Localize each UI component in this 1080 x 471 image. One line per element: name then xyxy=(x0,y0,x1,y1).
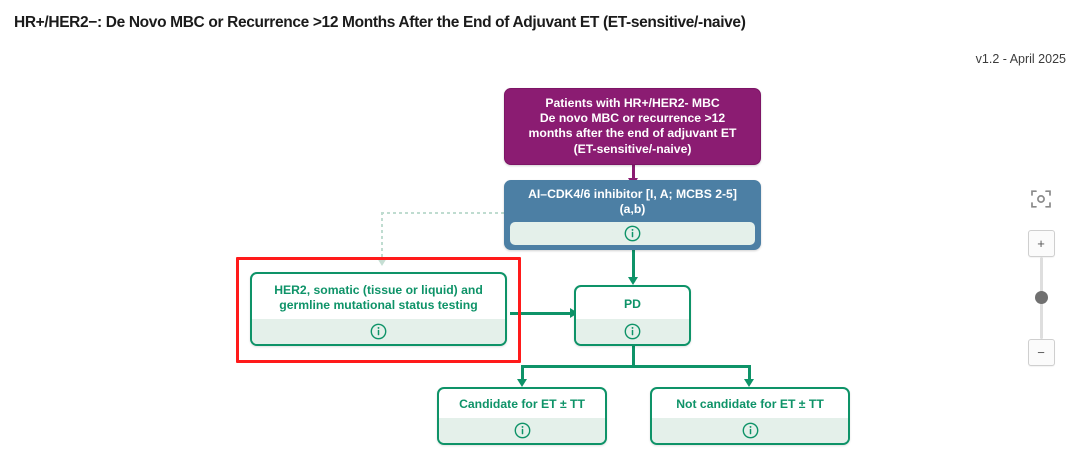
node-her2-info-strip[interactable] xyxy=(252,319,505,344)
node-pd[interactable]: PD xyxy=(574,285,691,346)
node-patients-label: Patients with HR+/HER2- MBC De novo MBC … xyxy=(528,96,737,156)
info-circle-icon[interactable] xyxy=(514,422,531,439)
node-not-candidate-for-et-tt[interactable]: Not candidate for ET ± TT xyxy=(650,387,850,445)
zoom-controls[interactable]: + − xyxy=(1024,186,1058,366)
edge-pd-right-drop xyxy=(748,365,751,382)
zoom-slider-track[interactable] xyxy=(1034,257,1048,339)
info-circle-icon[interactable] xyxy=(742,422,759,439)
fit-to-screen-button[interactable] xyxy=(1028,186,1054,212)
zoom-in-button[interactable]: + xyxy=(1027,230,1055,257)
node-ai-cdk46-info-strip[interactable] xyxy=(510,222,755,245)
version-label: v1.2 - April 2025 xyxy=(975,52,1066,66)
node-pd-label: PD xyxy=(624,296,641,311)
zoom-slider-handle[interactable] xyxy=(1034,291,1048,304)
info-circle-icon[interactable] xyxy=(624,225,641,242)
edge-pd-left-drop xyxy=(521,365,524,382)
ghost-edge-horizontal xyxy=(381,212,506,214)
info-circle-icon[interactable] xyxy=(370,323,387,340)
info-circle-icon[interactable] xyxy=(624,323,641,340)
edge-pd-left-arrow xyxy=(516,379,527,387)
edge-pd-split-bar xyxy=(521,365,750,368)
edge-her2-to-pd xyxy=(510,312,574,315)
selection-highlight-box xyxy=(236,257,521,363)
flowchart-canvas[interactable]: Patients with HR+/HER2- MBC De novo MBC … xyxy=(0,72,1080,471)
node-candidate-info-strip[interactable] xyxy=(439,418,605,443)
edge-patients-to-cdk xyxy=(632,164,635,180)
node-patients-hr-her2-mbc[interactable]: Patients with HR+/HER2- MBC De novo MBC … xyxy=(504,88,761,165)
ghost-edge-vertical xyxy=(381,212,383,260)
node-her2-mutational-status-testing[interactable]: HER2, somatic (tissue or liquid) and ger… xyxy=(250,272,507,346)
node-ai-cdk46-inhibitor[interactable]: AI–CDK4/6 inhibitor [I, A; MCBS 2-5] (a,… xyxy=(504,180,761,250)
node-candidate-label: Candidate for ET ± TT xyxy=(459,397,585,411)
edge-cdk-to-pd-arrow xyxy=(627,277,638,285)
ghost-edge-arrowhead xyxy=(376,258,387,266)
node-candidate-for-et-tt[interactable]: Candidate for ET ± TT xyxy=(437,387,607,445)
node-not-candidate-label: Not candidate for ET ± TT xyxy=(676,397,824,411)
fit-to-screen-icon xyxy=(1031,190,1051,208)
node-pd-info-strip[interactable] xyxy=(576,319,689,344)
edge-cdk-to-pd xyxy=(632,249,635,280)
page-title: HR+/HER2−: De Novo MBC or Recurrence >12… xyxy=(14,14,746,31)
zoom-out-button[interactable]: − xyxy=(1027,339,1055,366)
node-her2-label: HER2, somatic (tissue or liquid) and ger… xyxy=(274,282,483,312)
node-not-candidate-info-strip[interactable] xyxy=(652,418,848,443)
edge-pd-stem xyxy=(632,346,635,367)
edge-pd-right-arrow xyxy=(743,379,754,387)
node-ai-cdk46-label: AI–CDK4/6 inhibitor [I, A; MCBS 2-5] (a,… xyxy=(528,187,737,216)
